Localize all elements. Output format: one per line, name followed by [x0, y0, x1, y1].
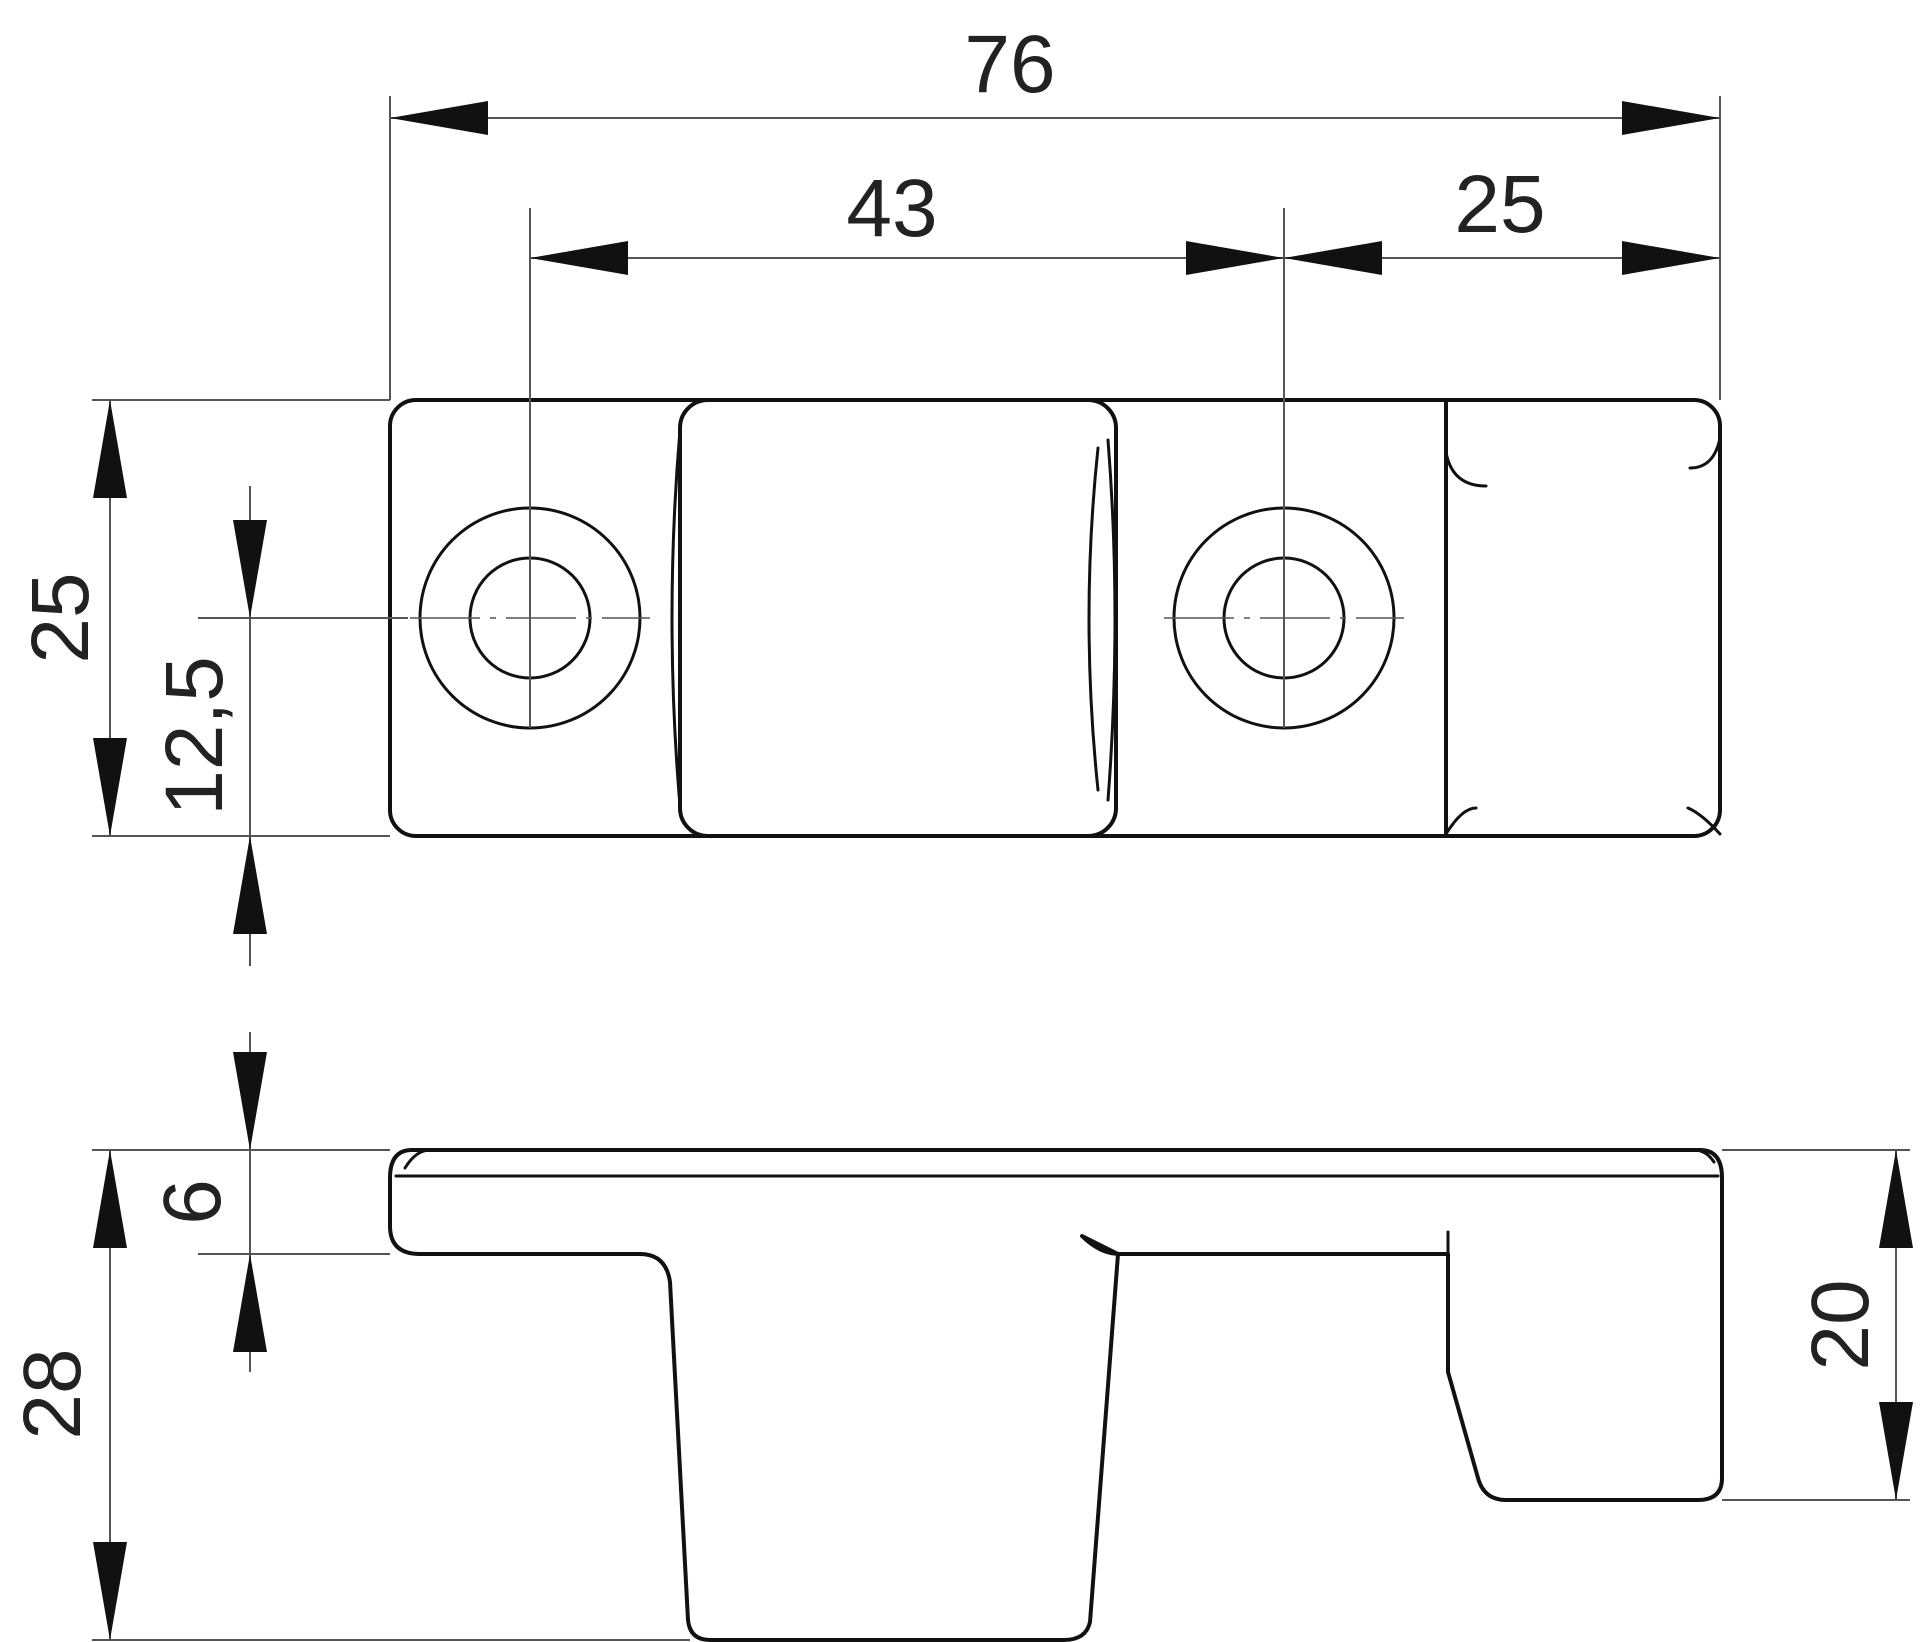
housing-left-edge [670, 428, 682, 808]
top-view-end-notches [1444, 436, 1722, 836]
dimension-flange-thickness: 6 [147, 1032, 267, 1372]
dimension-side-depth: 20 [1795, 1150, 1913, 1500]
dimension-label-hole-to-end: 25 [1454, 159, 1545, 250]
dimension-hole-spacing: 43 [530, 163, 1284, 275]
housing-right-edge [1087, 438, 1117, 802]
extension-lines [92, 96, 1910, 1641]
dimension-hole-to-end: 25 [1284, 159, 1720, 275]
top-view-center-housing [678, 398, 1118, 838]
side-view-profile [388, 1148, 1724, 1642]
dimension-overall-length: 76 [390, 19, 1720, 135]
side-view-top-flange-edge [394, 1148, 1720, 1178]
dimension-hole-center-offset: 12,5 [149, 486, 267, 966]
top-view [198, 208, 1722, 838]
dimension-label-side-depth: 20 [1795, 1279, 1886, 1370]
dimension-label-plate-height: 25 [15, 572, 106, 663]
dimension-label-overall-length: 76 [964, 19, 1055, 110]
dimension-label-total-depth: 28 [7, 1348, 98, 1439]
dimension-label-hole-center-offset: 12,5 [149, 656, 240, 816]
dimension-total-depth: 28 [7, 1150, 127, 1640]
side-view [388, 1148, 1724, 1642]
dimension-plate-height: 25 [15, 400, 127, 836]
dimension-label-hole-spacing: 43 [846, 163, 937, 254]
dimension-label-flange-thickness: 6 [147, 1179, 238, 1225]
